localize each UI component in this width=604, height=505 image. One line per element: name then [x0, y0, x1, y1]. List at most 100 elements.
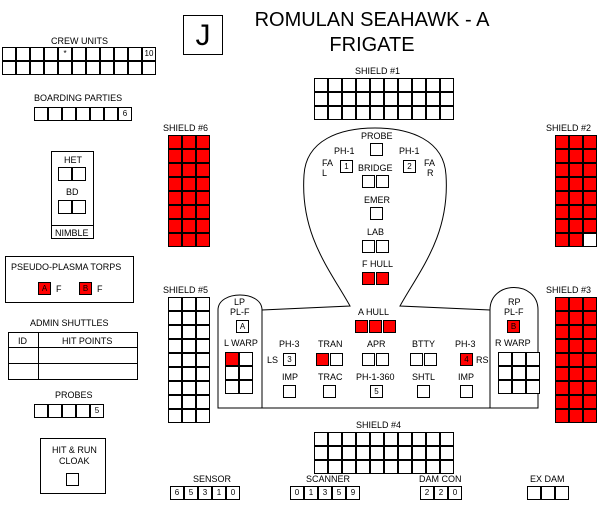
- shield-5-box[interactable]: [168, 297, 182, 311]
- shield-6-box[interactable]: [182, 149, 196, 163]
- shtl-box[interactable]: [417, 385, 430, 398]
- probe-box[interactable]: [76, 404, 90, 418]
- ahull-box-3[interactable]: [383, 320, 396, 333]
- ph1-360-box[interactable]: 5: [370, 385, 383, 398]
- shield-1-box[interactable]: [328, 78, 342, 92]
- tran-box-2[interactable]: [330, 353, 343, 366]
- shield-5-box[interactable]: [196, 381, 210, 395]
- boarding-party-box[interactable]: [104, 107, 118, 121]
- shield-5-box[interactable]: [182, 297, 196, 311]
- shield-2-box[interactable]: [555, 191, 569, 205]
- crew-unit-box[interactable]: [16, 61, 30, 75]
- rp-box[interactable]: B: [507, 320, 520, 333]
- shield-4-box[interactable]: [314, 446, 328, 460]
- btty-box-2[interactable]: [424, 353, 437, 366]
- shield-1-box[interactable]: [412, 78, 426, 92]
- scanner-box[interactable]: 1: [304, 486, 318, 500]
- damcon-box[interactable]: 2: [434, 486, 448, 500]
- crew-unit-box[interactable]: [100, 47, 114, 61]
- shield-2-box[interactable]: [569, 191, 583, 205]
- shield-5-box[interactable]: [182, 325, 196, 339]
- shield-3-box[interactable]: [555, 297, 569, 311]
- shield-5-box[interactable]: [168, 339, 182, 353]
- shield-2-box[interactable]: [569, 135, 583, 149]
- shield-1-box[interactable]: [412, 92, 426, 106]
- shield-2-box[interactable]: [555, 219, 569, 233]
- scanner-box[interactable]: 0: [290, 486, 304, 500]
- crew-unit-box[interactable]: [100, 61, 114, 75]
- shield-4-box[interactable]: [342, 460, 356, 474]
- bd-box[interactable]: [58, 200, 72, 214]
- apr-box-2[interactable]: [376, 353, 389, 366]
- shield-4-box[interactable]: [426, 432, 440, 446]
- sensor-box[interactable]: 6: [170, 486, 184, 500]
- shield-4-box[interactable]: [328, 460, 342, 474]
- shield-1-box[interactable]: [398, 92, 412, 106]
- shield-3-box[interactable]: [583, 325, 597, 339]
- shield-5-box[interactable]: [196, 409, 210, 423]
- shield-6-box[interactable]: [168, 233, 182, 247]
- boarding-party-box[interactable]: [62, 107, 76, 121]
- shield-1-box[interactable]: [440, 78, 454, 92]
- shield-2-box[interactable]: [569, 205, 583, 219]
- shield-3-box[interactable]: [569, 395, 583, 409]
- shield-5-box[interactable]: [168, 311, 182, 325]
- shield-6-box[interactable]: [196, 135, 210, 149]
- shield-6-box[interactable]: [168, 219, 182, 233]
- crew-unit-box[interactable]: [128, 61, 142, 75]
- ph3-left-box[interactable]: 3: [283, 353, 296, 366]
- ph1-left-box[interactable]: 1: [340, 160, 353, 173]
- crew-unit-box[interactable]: [142, 61, 156, 75]
- crew-unit-box[interactable]: [58, 61, 72, 75]
- shield-2-box[interactable]: [583, 233, 597, 247]
- crew-unit-box[interactable]: 10: [142, 47, 156, 61]
- shield-3-box[interactable]: [583, 395, 597, 409]
- shield-6-box[interactable]: [182, 177, 196, 191]
- shield-2-box[interactable]: [569, 149, 583, 163]
- bridge-box-2[interactable]: [376, 175, 389, 188]
- shield-2-box[interactable]: [569, 163, 583, 177]
- shield-4-box[interactable]: [412, 446, 426, 460]
- shield-5-box[interactable]: [168, 381, 182, 395]
- fhull-box-2[interactable]: [376, 272, 389, 285]
- shield-2-box[interactable]: [583, 191, 597, 205]
- shield-6-box[interactable]: [196, 149, 210, 163]
- lwarp-box[interactable]: [225, 352, 239, 366]
- shield-3-box[interactable]: [569, 297, 583, 311]
- shield-1-box[interactable]: [342, 92, 356, 106]
- shield-4-box[interactable]: [384, 460, 398, 474]
- shield-1-box[interactable]: [370, 106, 384, 120]
- probe-box[interactable]: [34, 404, 48, 418]
- shield-6-box[interactable]: [196, 205, 210, 219]
- crew-unit-box[interactable]: [2, 61, 16, 75]
- rwarp-box[interactable]: [498, 366, 512, 380]
- shield-3-box[interactable]: [555, 367, 569, 381]
- shield-3-box[interactable]: [583, 297, 597, 311]
- exdam-box[interactable]: [541, 486, 555, 500]
- shield-4-box[interactable]: [426, 460, 440, 474]
- shield-3-box[interactable]: [555, 325, 569, 339]
- shield-6-box[interactable]: [196, 191, 210, 205]
- crew-unit-box[interactable]: [72, 61, 86, 75]
- shield-5-box[interactable]: [196, 325, 210, 339]
- shield-5-box[interactable]: [182, 381, 196, 395]
- ahull-box-2[interactable]: [369, 320, 382, 333]
- scanner-box[interactable]: 9: [346, 486, 360, 500]
- shield-2-box[interactable]: [569, 177, 583, 191]
- shield-4-box[interactable]: [370, 460, 384, 474]
- het-box[interactable]: [58, 167, 72, 181]
- sensor-box[interactable]: 3: [198, 486, 212, 500]
- apr-box-1[interactable]: [362, 353, 375, 366]
- shield-5-box[interactable]: [168, 325, 182, 339]
- shield-6-box[interactable]: [196, 163, 210, 177]
- shield-3-box[interactable]: [569, 409, 583, 423]
- shield-6-box[interactable]: [182, 219, 196, 233]
- shield-4-box[interactable]: [384, 432, 398, 446]
- rwarp-box[interactable]: [512, 380, 526, 394]
- imp-left-box[interactable]: [283, 385, 296, 398]
- shield-3-box[interactable]: [555, 395, 569, 409]
- shield-1-box[interactable]: [328, 92, 342, 106]
- shield-4-box[interactable]: [328, 432, 342, 446]
- shield-4-box[interactable]: [384, 446, 398, 460]
- shield-5-box[interactable]: [182, 353, 196, 367]
